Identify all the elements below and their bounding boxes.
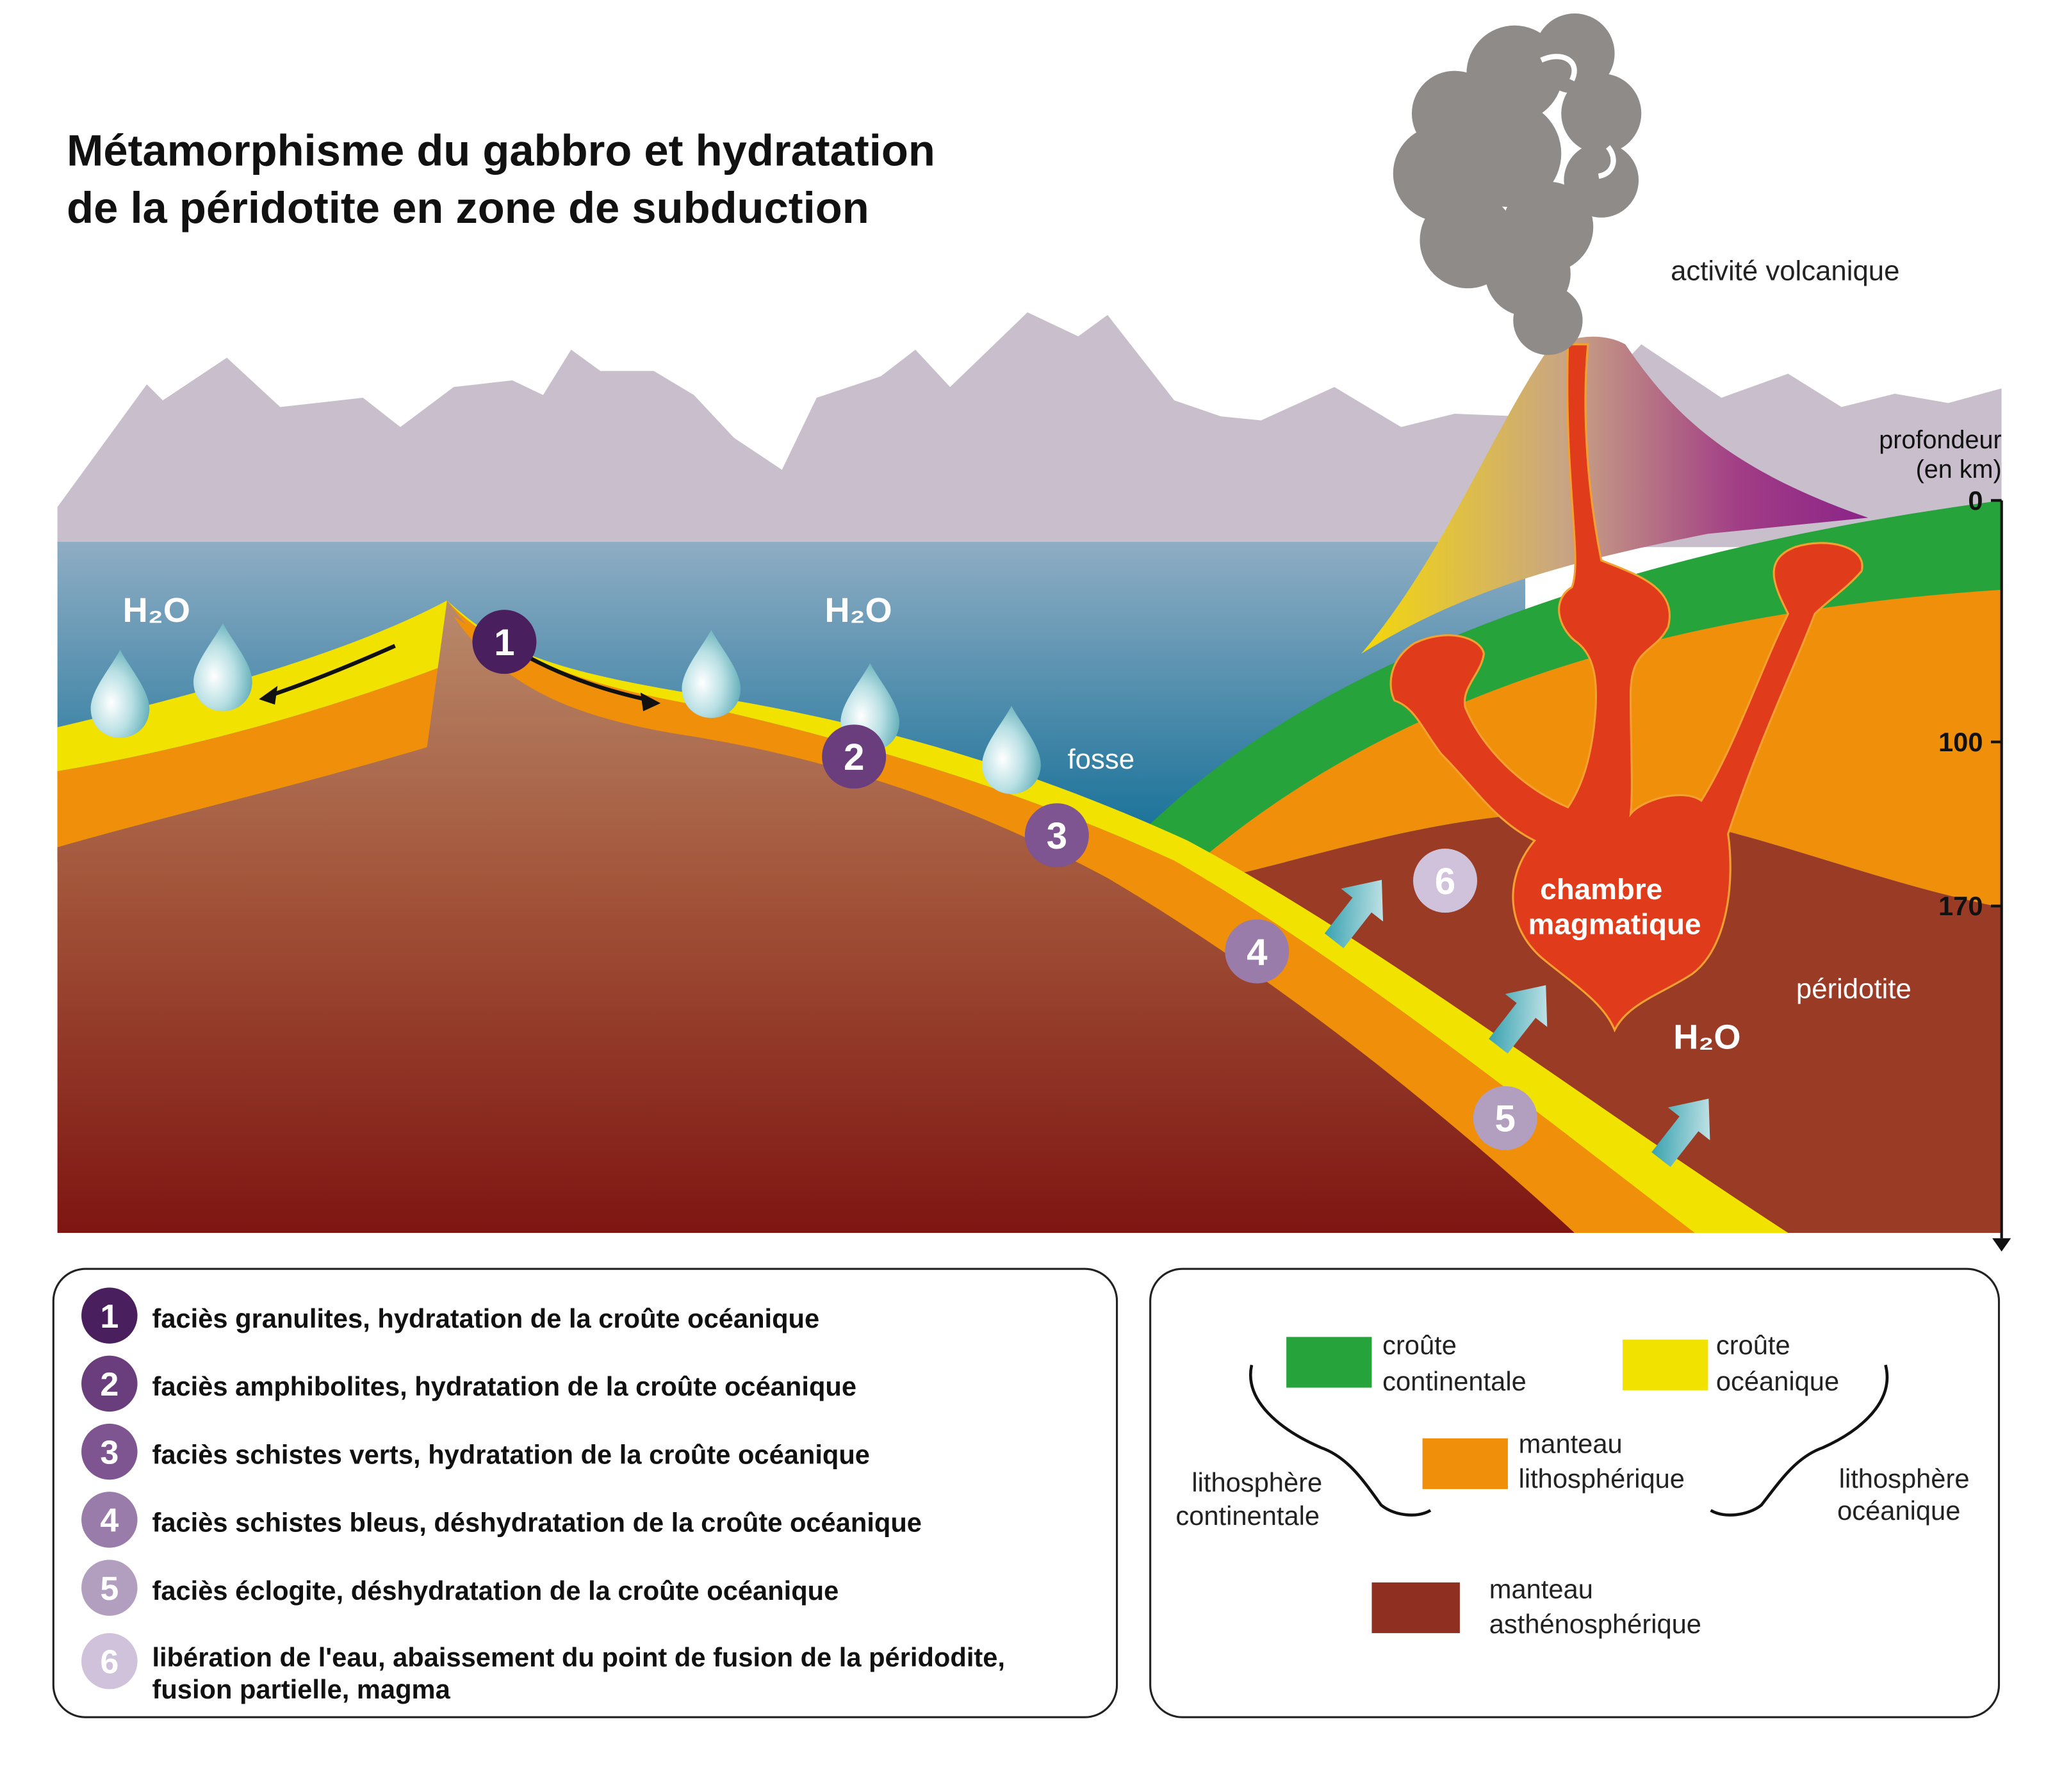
volcano-cone: [1361, 336, 1869, 654]
water-label-center: H₂O: [824, 591, 892, 630]
diagram-marker-6: 6: [1413, 849, 1478, 913]
diagram-marker-5: 5: [1473, 1086, 1537, 1150]
legend-oceanic-crust: croûte océanique: [1623, 1330, 1839, 1396]
depth-axis: 0 100 170: [1938, 485, 2011, 1252]
trench-label: fosse: [1067, 744, 1134, 775]
plate-motion-arrow-left: [266, 644, 396, 699]
oceanic-crust-slab: [446, 600, 1789, 1233]
depth-label-line-2: (en km): [1916, 455, 2002, 484]
depth-tick-100: 100: [1938, 727, 1983, 757]
magma-chamber-label-line-1: chambre: [1540, 873, 1662, 906]
magma-chamber: [1389, 343, 1863, 1033]
legend-step-text: libération de l'eau, abaissement du poin…: [152, 1642, 1005, 1672]
depth-label-line-1: profondeur: [1879, 426, 2001, 454]
svg-text:manteau: manteau: [1489, 1574, 1593, 1604]
diagram-marker-1: 1: [472, 610, 537, 674]
continental-lithosphere-label-line-2: continentale: [1175, 1501, 1320, 1531]
legend-step-6: 6 libération de l'eau, abaissement du po…: [81, 1633, 1005, 1704]
svg-text:croûte: croûte: [1716, 1330, 1790, 1360]
asthenosphere-wedge: [1207, 811, 2002, 1233]
brace-oceanic-lithosphere: [1710, 1364, 1889, 1517]
water-label-left: H₂O: [123, 591, 190, 630]
oceanic-lithosphere-label-line-2: océanique: [1837, 1495, 1960, 1526]
diagram-marker-3: 3: [1024, 803, 1089, 868]
legend-step-text: faciès schistes bleus, déshydratation de…: [152, 1508, 922, 1538]
legend-step-5: 5 faciès éclogite, déshydratation de la …: [81, 1560, 839, 1616]
svg-text:2: 2: [100, 1366, 119, 1403]
depth-tick-170: 170: [1938, 891, 1983, 921]
plate-motion-arrow-head-right: [640, 692, 661, 712]
plate-motion-arrow-head-left: [259, 685, 278, 705]
legend-continental-crust: croûte continentale: [1286, 1330, 1527, 1396]
diagram-marker-2: 2: [822, 724, 887, 789]
legend-step-text: faciès éclogite, déshydratation de la cr…: [152, 1576, 839, 1606]
legend-asthenospheric-mantle: manteau asthénosphérique: [1371, 1574, 1701, 1639]
svg-text:6: 6: [1435, 861, 1455, 902]
volcanic-activity-label: activité volcanique: [1671, 256, 1899, 287]
legend-step-1: 1 faciès granulites, hydratation de la c…: [81, 1287, 819, 1344]
oceanic-crust-left: [57, 600, 447, 772]
svg-text:3: 3: [100, 1434, 119, 1471]
svg-text:manteau: manteau: [1519, 1429, 1623, 1459]
legend-step-text: faciès granulites, hydratation de la cro…: [152, 1303, 819, 1333]
water-label-right: H₂O: [1673, 1018, 1740, 1057]
svg-text:5: 5: [100, 1570, 119, 1608]
legend-step-3: 3 faciès schistes verts, hydratation de …: [81, 1423, 870, 1480]
title-line-1: Métamorphisme du gabbro et hydratation: [67, 126, 935, 175]
svg-text:croûte: croûte: [1382, 1330, 1457, 1360]
lithospheric-mantle-left: [57, 667, 441, 847]
legend-step-text: faciès schistes verts, hydratation de la…: [152, 1439, 870, 1469]
plate-motion-arrow-right: [526, 655, 652, 703]
svg-text:continentale: continentale: [1382, 1366, 1527, 1396]
smoke-swirl: [1540, 54, 1616, 179]
svg-text:lithosphérique: lithosphérique: [1519, 1463, 1685, 1494]
brace-continental-lithosphere: [1249, 1364, 1432, 1517]
svg-text:4: 4: [1247, 931, 1268, 973]
legend-step-2: 2 faciès amphibolites, hydratation de la…: [81, 1355, 856, 1412]
diagram-marker-4: 4: [1225, 919, 1289, 984]
svg-text:5: 5: [1495, 1098, 1516, 1140]
magma-chamber-label-line-2: magmatique: [1528, 908, 1701, 940]
svg-text:asthénosphérique: asthénosphérique: [1489, 1609, 1701, 1639]
oceanic-lithosphere-label-line-1: lithosphère: [1839, 1463, 1970, 1494]
peridotite-label: péridotite: [1796, 973, 1911, 1004]
continental-lithosphere-label-line-1: lithosphère: [1191, 1467, 1322, 1497]
svg-text:6: 6: [100, 1643, 119, 1681]
legend-step-text: faciès amphibolites, hydratation de la c…: [152, 1371, 856, 1401]
steps-legend-box: [52, 1267, 1118, 1718]
svg-text:2: 2: [844, 737, 864, 778]
svg-text:1: 1: [100, 1298, 119, 1335]
asthenospheric-mantle: [57, 600, 1575, 1233]
volcanic-smoke: [1393, 13, 1642, 355]
legend-step-text: fusion partielle, magma: [152, 1674, 450, 1704]
svg-text:1: 1: [494, 622, 514, 664]
svg-text:3: 3: [1047, 815, 1067, 857]
legend-step-4: 4 faciès schistes bleus, déshydratation …: [81, 1492, 922, 1548]
depth-tick-0: 0: [1968, 485, 1983, 516]
title-line-2: de la péridotite en zone de subduction: [67, 183, 869, 232]
svg-text:4: 4: [100, 1503, 119, 1540]
legend-lithospheric-mantle: manteau lithosphérique: [1422, 1429, 1685, 1494]
svg-text:océanique: océanique: [1716, 1366, 1839, 1396]
